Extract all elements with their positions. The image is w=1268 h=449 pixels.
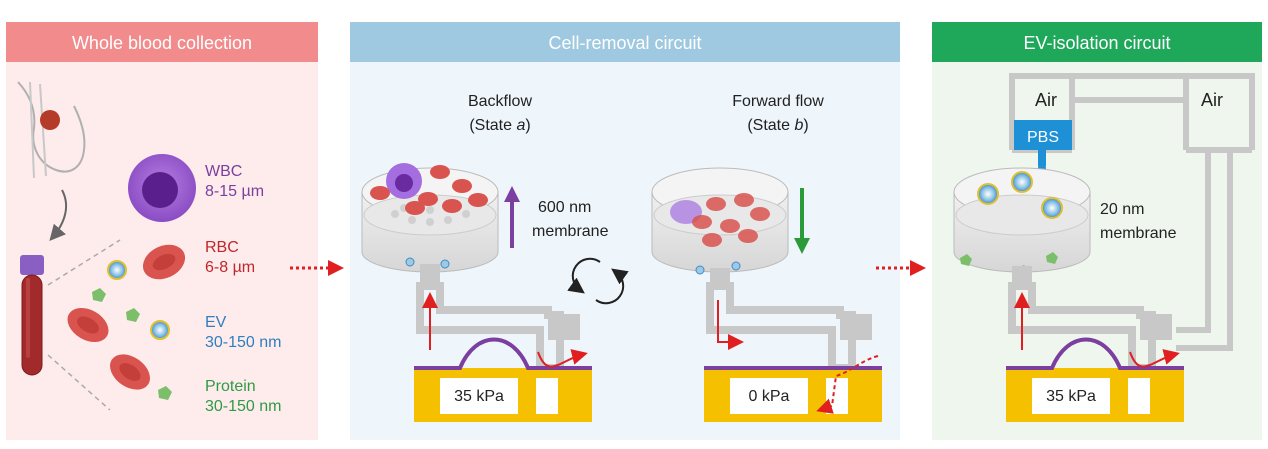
protein-icon xyxy=(92,288,172,400)
zoom-line-bottom xyxy=(47,354,111,411)
collection-arrow xyxy=(49,189,68,242)
cycle-arrows-icon xyxy=(567,257,629,305)
forward-label: Forward flow xyxy=(732,93,824,110)
pneumatic-chip-right xyxy=(704,282,882,422)
pressure-isolation-label: 35 kPa xyxy=(1046,388,1096,405)
panel-cell-removal: Cell-removal circuit Backflow (State a) … xyxy=(350,22,900,440)
ev-icon xyxy=(107,260,170,340)
isolation-membrane-word: membrane xyxy=(1100,225,1177,242)
removal-membrane-word: membrane xyxy=(532,223,609,240)
ev-size: 30-150 nm xyxy=(205,334,282,351)
air-channels xyxy=(1009,73,1255,351)
panel-removal-title: Cell-removal circuit xyxy=(548,33,701,53)
air-right-label: Air xyxy=(1201,90,1223,110)
pneumatic-chip-isolation xyxy=(1006,282,1184,422)
filter-cylinder-forward xyxy=(651,167,789,286)
pbs-label: PBS xyxy=(1027,129,1059,146)
tumor-icon xyxy=(40,110,60,130)
panel-isolation-header xyxy=(932,22,1262,62)
backflow-label: Backflow xyxy=(468,93,532,110)
backflow-up-arrow xyxy=(504,186,520,248)
arrow-removal-to-isolation xyxy=(876,260,926,276)
pneumatic-chip-left xyxy=(414,282,592,422)
rbc-label: RBC xyxy=(205,239,239,256)
wbc-label: WBC xyxy=(205,163,242,180)
rbc-cell-icon xyxy=(67,244,186,390)
backflow-state: (State a) xyxy=(469,117,530,134)
ev-label: EV xyxy=(205,314,227,331)
panel-removal-header xyxy=(350,22,900,62)
pressure-left-label: 35 kPa xyxy=(454,388,504,405)
panel-blood-title: Whole blood collection xyxy=(72,33,252,53)
arrow-blood-to-removal xyxy=(290,260,344,276)
pbs-reservoir xyxy=(1014,120,1072,150)
forward-state: (State b) xyxy=(747,117,808,134)
blood-tube-icon xyxy=(20,255,44,376)
panel-blood: Whole blood collection WBC 8-15 µm xyxy=(6,22,318,440)
panel-isolation-title: EV-isolation circuit xyxy=(1023,33,1170,53)
air-left-label: Air xyxy=(1035,90,1057,110)
forward-down-arrow xyxy=(794,188,810,254)
isolation-membrane-size: 20 nm xyxy=(1100,201,1144,218)
wbc-size: 8-15 µm xyxy=(205,183,264,200)
rbc-size: 6-8 µm xyxy=(205,259,255,276)
torso-illustration xyxy=(17,81,86,179)
filter-cylinder-isolation xyxy=(953,167,1091,286)
removal-membrane-size: 600 nm xyxy=(538,199,591,216)
protein-label: Protein xyxy=(205,378,256,395)
filter-cylinder-backflow xyxy=(361,163,499,286)
pbs-outlet xyxy=(1038,150,1046,166)
wbc-cell-icon xyxy=(128,154,196,222)
pressure-right-label: 0 kPa xyxy=(749,388,790,405)
panel-ev-isolation: EV-isolation circuit Air Air PBS xyxy=(932,22,1262,440)
panel-blood-header xyxy=(6,22,318,62)
protein-size: 30-150 nm xyxy=(205,398,282,415)
